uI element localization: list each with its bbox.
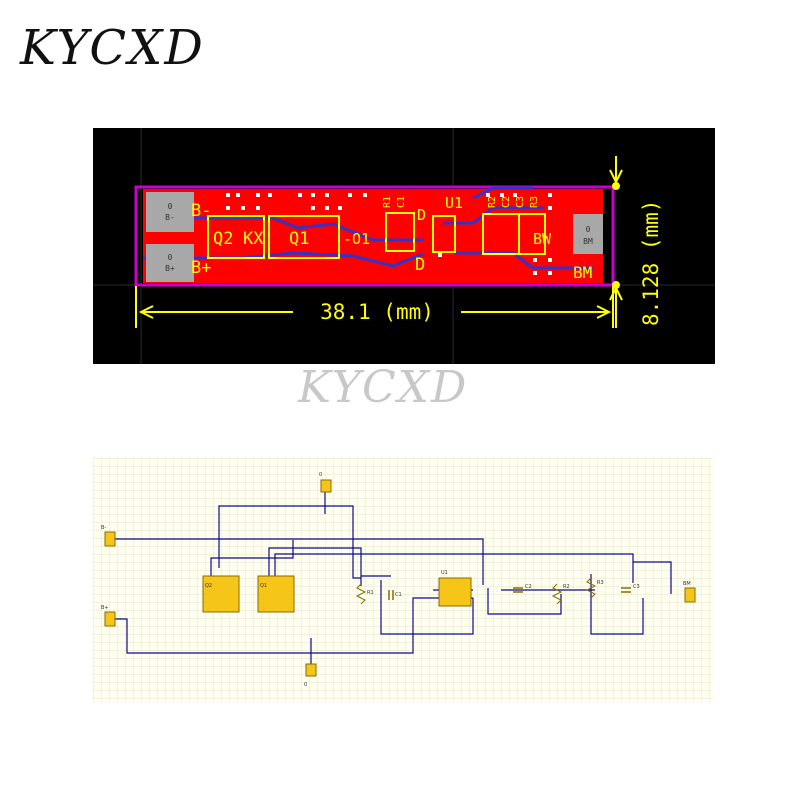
schematic-components (104, 479, 696, 677)
label-c2: C2 (525, 584, 532, 590)
pad-name: BM (583, 237, 593, 246)
silk-d-left: D (417, 206, 426, 224)
silk-bm: BM (573, 263, 592, 282)
silk-b-plus: B+ (191, 258, 211, 278)
silk-r3: R3 (529, 196, 540, 208)
label-c3: C3 (633, 584, 640, 590)
silk-q2: Q2 (213, 229, 233, 249)
port-bm (684, 587, 696, 603)
port-bottom (305, 663, 317, 677)
board-outline (134, 185, 615, 287)
port-top (320, 479, 332, 493)
label-q1: Q1 (260, 583, 267, 589)
silk-c2: C2 (501, 196, 512, 208)
pcb-silk-outlines (207, 212, 546, 259)
label-r3: R3 (597, 580, 604, 586)
silk-u1: U1 (445, 194, 463, 212)
port-b-plus (104, 611, 116, 627)
port-label-top: 0 (319, 472, 322, 478)
component-r2 (551, 583, 563, 605)
silk-partial: -O1 (343, 230, 370, 248)
port-label-b-plus: B+ (101, 605, 109, 611)
pad-name: B+ (165, 264, 175, 273)
silk-c3: C3 (515, 196, 526, 208)
label-c1: C1 (395, 592, 402, 598)
pcb-silk-small-labels: R1 C1 R2 C2 C3 R3 (382, 196, 540, 208)
component-r3 (585, 577, 597, 599)
schematic-panel: B- B+ BM 0 0 Q1 Q2 U1 R1 R2 R3 C1 C2 C3 (93, 458, 713, 702)
pcb-layout-panel: 0 B- 0 B+ 0 BM B- B+ Q2 KX Q1 -O1 U1 D D… (93, 128, 715, 364)
pcb-board (143, 189, 603, 283)
label-q2: Q2 (205, 583, 212, 589)
schematic-labels: B- B+ BM 0 0 Q1 Q2 U1 R1 R2 R3 C1 C2 C3 (101, 472, 691, 688)
silk-b-minus: B- (191, 201, 211, 221)
silk-r1: R1 (382, 196, 393, 208)
component-q1 (257, 575, 295, 613)
pad-number: 0 (586, 225, 591, 234)
silk-kx: KX (243, 229, 264, 249)
pad-bm: 0 BM (573, 214, 603, 254)
pcb-vias (226, 193, 552, 275)
silk-d-right: D (415, 255, 425, 275)
silk-r2: R2 (487, 196, 498, 208)
port-label-bottom: 0 (304, 682, 307, 688)
component-r1 (355, 583, 367, 605)
dimension-width (135, 286, 614, 328)
pad-b-minus: 0 B- (146, 192, 194, 232)
silk-q1: Q1 (289, 229, 309, 249)
pad-number: 0 (168, 202, 173, 211)
dimension-width-label: 38.1 (mm) (320, 300, 434, 324)
component-u1 (438, 577, 472, 607)
dimension-height-label: 8.128 (mm) (639, 200, 663, 326)
dimension-height (609, 156, 623, 328)
label-r1: R1 (367, 590, 374, 596)
pad-name: B- (165, 213, 175, 222)
pad-number: 0 (168, 253, 173, 262)
schematic-grid (93, 458, 713, 702)
pad-b-plus: 0 B+ (146, 244, 194, 282)
pcb-silk-labels: B- B+ Q2 KX Q1 -O1 U1 D D BW BM (191, 194, 592, 282)
component-c3 (621, 587, 631, 593)
component-c2 (513, 587, 523, 593)
port-label-b-minus: B- (101, 525, 106, 531)
kycxd-logo: KYCXD (20, 20, 205, 76)
port-label-bm: BM (683, 581, 691, 587)
port-b-minus (104, 531, 116, 547)
component-q2 (202, 575, 240, 613)
label-r2: R2 (563, 584, 570, 590)
component-c1 (388, 590, 394, 600)
silk-bw: BW (533, 230, 552, 248)
schematic-wires (113, 480, 672, 668)
kycxd-watermark: KYCXD (298, 362, 469, 413)
silk-c1: C1 (396, 196, 407, 208)
label-u1: U1 (441, 570, 448, 576)
